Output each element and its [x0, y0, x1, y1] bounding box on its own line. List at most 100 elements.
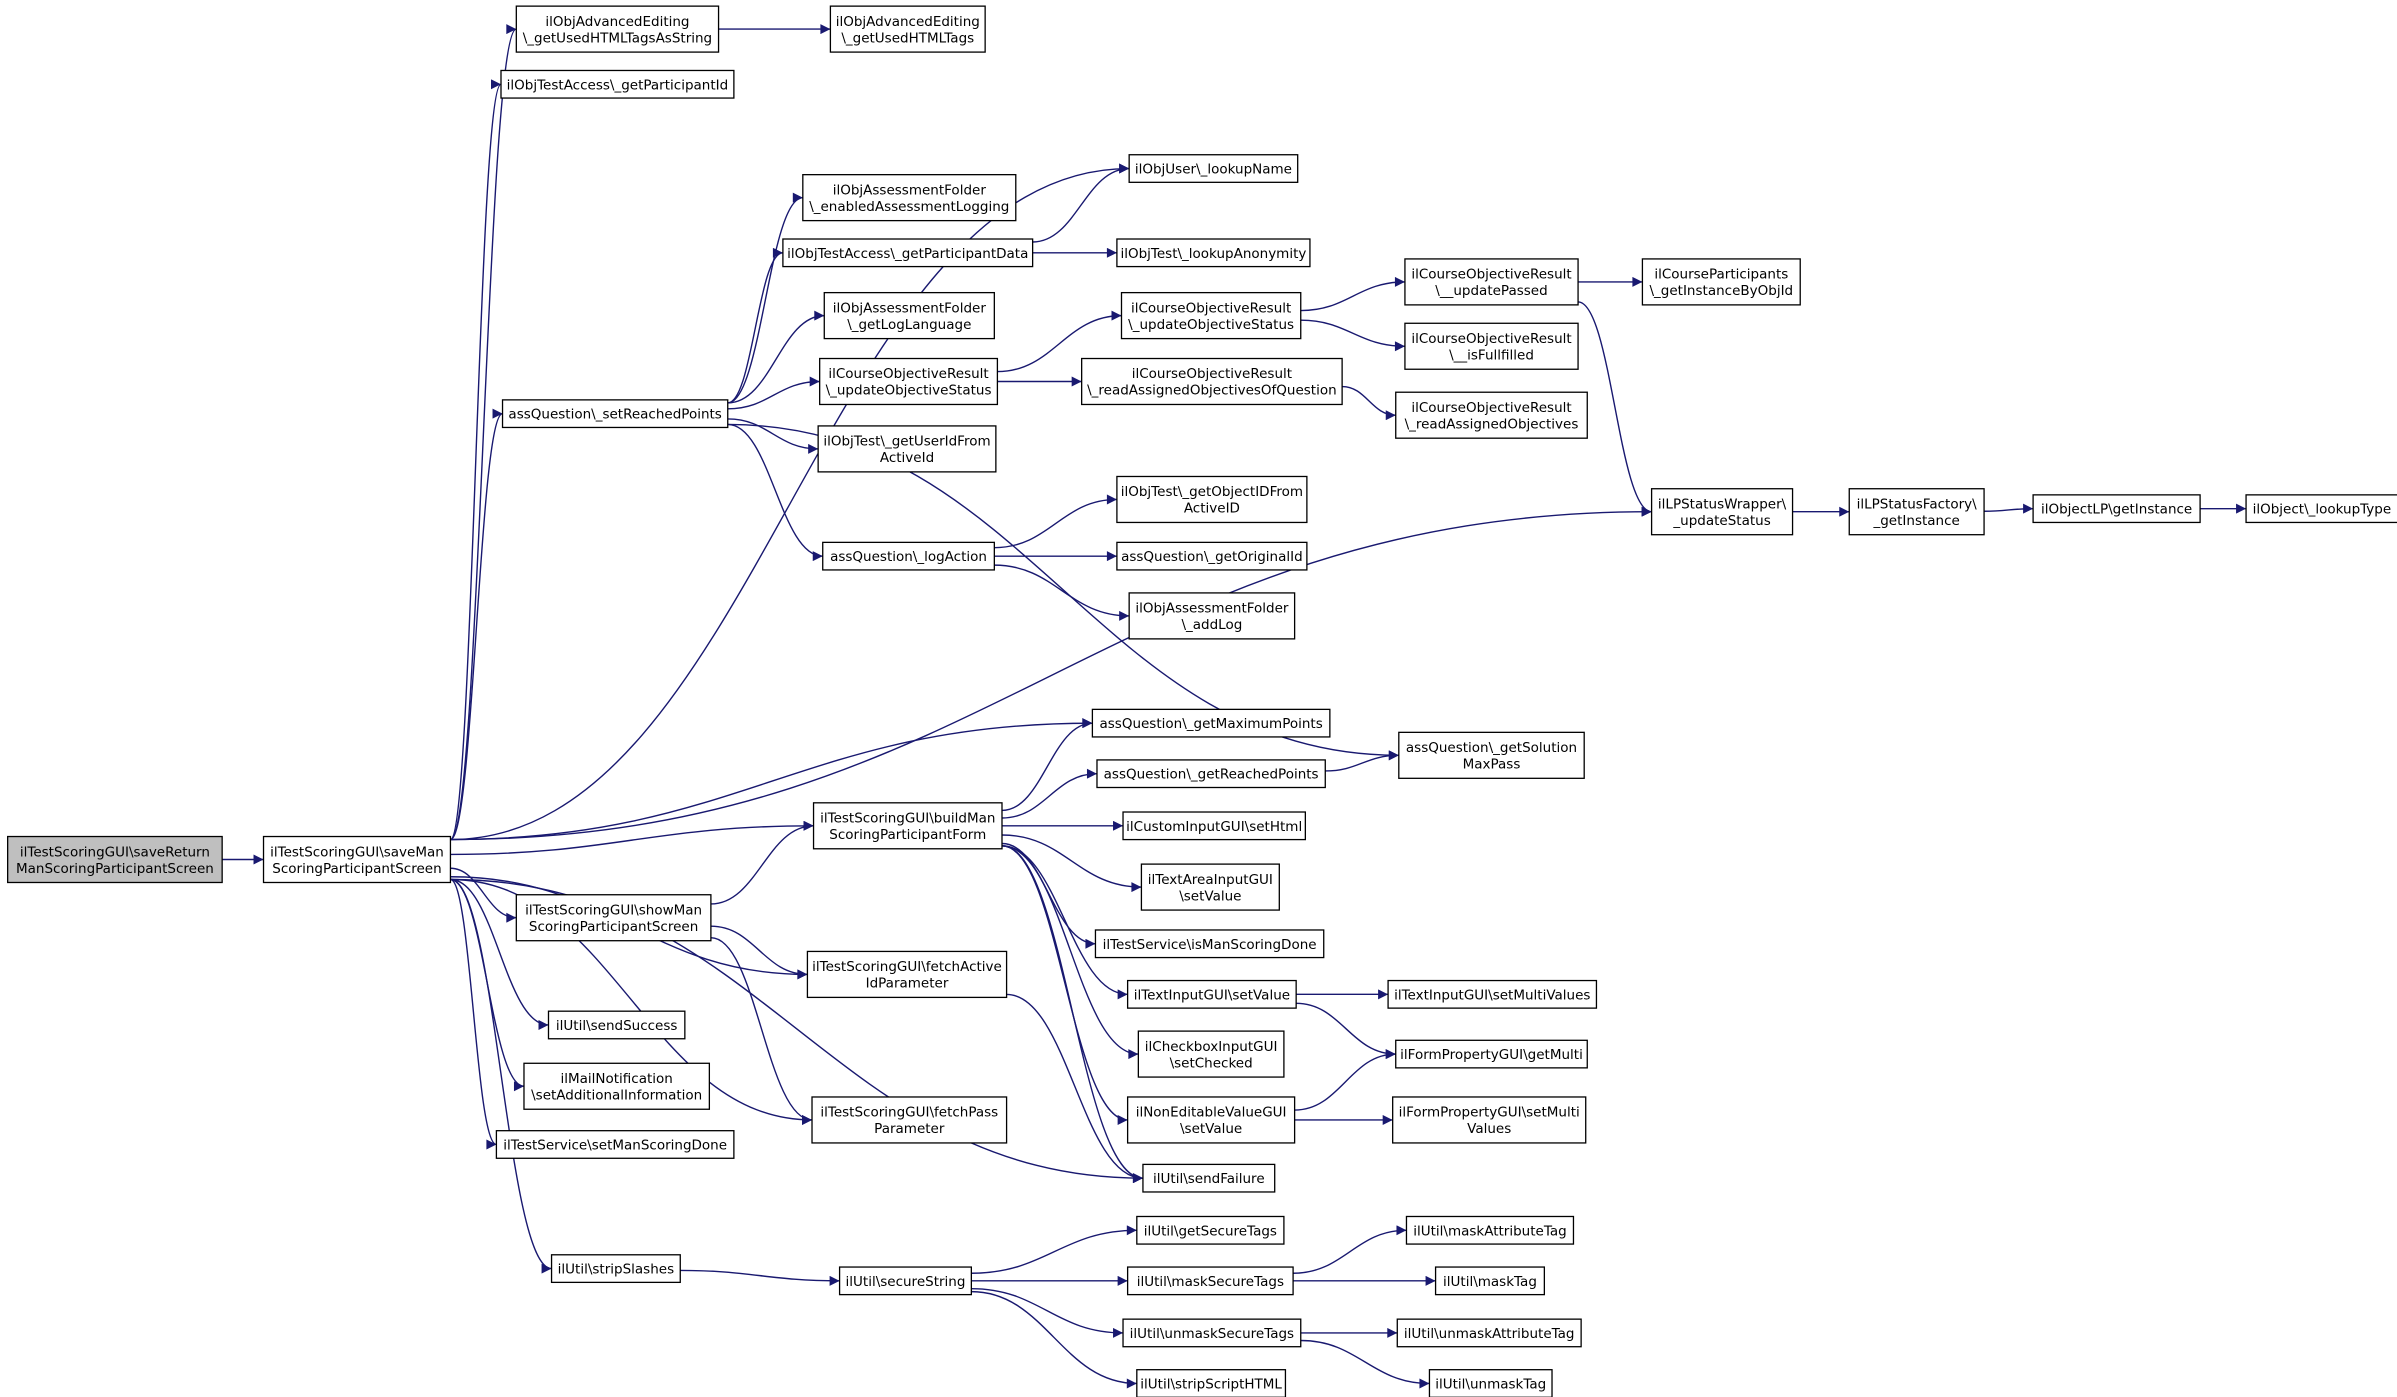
edge-getReached-to-solMaxPass	[1325, 750, 1399, 772]
node-advTagsStr[interactable]: ilObjAdvancedEditing\_getUsedHTMLTagsAsS…	[515, 5, 720, 53]
node-label-line: ilLPStatusWrapper\	[1658, 496, 1787, 512]
node-label-line: ilObjTestAccess\_getParticipantData	[787, 246, 1028, 262]
node-label-line: ilTestService\isManScoringDone	[1103, 937, 1317, 953]
node-objLP[interactable]: ilObjectLP\getInstance	[2032, 494, 2201, 524]
node-cobjFulfilled[interactable]: ilCourseObjectiveResult\__isFullfilled	[1404, 322, 1579, 370]
edge-setReached-to-logAction	[727, 423, 823, 562]
node-maskTag[interactable]: ilUtil\maskTag	[1434, 1266, 1546, 1296]
node-box	[1094, 929, 1325, 959]
node-box	[817, 425, 997, 473]
node-label-line: ilUtil\maskSecureTags	[1137, 1274, 1284, 1290]
node-root[interactable]: ilTestScoringGUI\saveReturnManScoringPar…	[7, 835, 223, 884]
node-cobjReadQ[interactable]: ilCourseObjectiveResult\_readAssignedObj…	[1081, 357, 1343, 406]
node-lpFactory[interactable]: ilLPStatusFactory\_getInstance	[1848, 488, 1985, 536]
node-label-line: \_readAssignedObjectivesOfQuestion	[1087, 383, 1337, 399]
node-cobjUpdStatus2[interactable]: ilCourseObjectiveResult\_updateObjective…	[819, 357, 999, 406]
node-crsPart[interactable]: ilCourseParticipants\_getInstanceByObjId	[1641, 258, 1801, 306]
edge-buildForm-to-checkbox	[1001, 845, 1139, 1060]
node-label-line: \_addLog	[1181, 617, 1242, 633]
node-setManDone[interactable]: ilTestService\setManScoringDone	[495, 1130, 735, 1159]
node-setMulti[interactable]: ilFormPropertyGUI\setMultiValues	[1392, 1096, 1587, 1144]
node-stripSlashes[interactable]: ilUtil\stripSlashes	[550, 1254, 681, 1284]
node-textAreaVal[interactable]: ilTextAreaInputGUI\setValue	[1140, 863, 1280, 911]
node-label-line: ScoringParticipantScreen	[272, 861, 441, 877]
node-lookupName[interactable]: ilObjUser\_lookupName	[1128, 154, 1299, 183]
node-box	[1650, 488, 1794, 536]
node-customHtml[interactable]: ilCustomInputGUI\setHtml	[1122, 811, 1306, 841]
node-label-line: ilFormPropertyGUI\getMulti	[1400, 1047, 1583, 1063]
edge-showScreen-to-buildForm	[710, 820, 814, 905]
node-label-line: ilTestScoringGUI\fetchPass	[820, 1105, 998, 1121]
node-logLang[interactable]: ilObjAssessmentFolder\_getLogLanguage	[823, 291, 995, 340]
node-enabledLog[interactable]: ilObjAssessmentFolder\_enabledAssessment…	[802, 174, 1017, 222]
node-cobjRead[interactable]: ilCourseObjectiveResult\_readAssignedObj…	[1395, 391, 1588, 439]
node-lookupType[interactable]: ilObject\_lookupType	[2245, 494, 2397, 524]
node-textInputVal[interactable]: ilTextInputGUI\setValue	[1126, 979, 1297, 1009]
node-box	[1641, 258, 1801, 306]
node-unmaskSecure[interactable]: ilUtil\unmaskSecureTags	[1122, 1318, 1302, 1348]
node-label-line: \setValue	[1179, 888, 1241, 904]
node-advTags[interactable]: ilObjAdvancedEditing\_getUsedHTMLTags	[829, 5, 986, 53]
node-label-line: ilCourseObjectiveResult	[828, 366, 988, 382]
node-cobjUpdPassed[interactable]: ilCourseObjectiveResult\__updatePassed	[1404, 258, 1579, 306]
node-unmaskTag[interactable]: ilUtil\unmaskTag	[1428, 1369, 1553, 1397]
node-maskAttr[interactable]: ilUtil\maskAttributeTag	[1405, 1215, 1575, 1245]
node-setReached[interactable]: assQuestion\_setReachedPoints	[501, 399, 729, 429]
node-maskSecure[interactable]: ilUtil\maskSecureTags	[1126, 1266, 1294, 1296]
node-logAction[interactable]: assQuestion\_logAction	[822, 541, 995, 571]
node-unmaskAttr[interactable]: ilUtil\unmaskAttributeTag	[1396, 1318, 1582, 1348]
node-nonEditable[interactable]: ilNonEditableValueGUI\setValue	[1126, 1096, 1296, 1144]
edge-cobjUpdPassed-to-lpUpdate	[1577, 301, 1652, 517]
node-box	[1398, 731, 1585, 779]
node-sendSuccess[interactable]: ilUtil\sendSuccess	[547, 1010, 686, 1040]
node-label-line: assQuestion\_getOriginalId	[1121, 549, 1303, 565]
node-label-line: \_getInstanceByObjId	[1649, 283, 1793, 299]
node-setMultiValues[interactable]: ilTextInputGUI\setMultiValues	[1387, 979, 1598, 1009]
node-box	[782, 238, 1034, 268]
node-label-line: ilObjTest\_lookupAnonymity	[1120, 246, 1306, 262]
node-cobjUpdStatus1[interactable]: ilCourseObjectiveResult\_updateObjective…	[1120, 291, 1302, 340]
node-getReached[interactable]: assQuestion\_getReachedPoints	[1096, 759, 1326, 789]
node-lookupAnon[interactable]: ilObjTest\_lookupAnonymity	[1116, 238, 1311, 268]
node-buildForm[interactable]: ilTestScoringGUI\buildManScoringParticip…	[812, 802, 1003, 850]
node-secureString[interactable]: ilUtil\secureString	[838, 1266, 973, 1296]
node-box	[1091, 708, 1331, 738]
node-mailNotif[interactable]: ilMailNotification\setAdditionalInformat…	[523, 1062, 711, 1110]
node-label-line: ilTestScoringGUI\fetchActive	[812, 959, 1002, 975]
node-box	[1120, 291, 1302, 340]
node-label-line: ilObjAssessmentFolder	[1135, 601, 1289, 617]
node-box	[1404, 258, 1579, 306]
node-label-line: _getInstance	[1872, 513, 1959, 529]
node-save[interactable]: ilTestScoringGUI\saveManScoringParticipa…	[262, 835, 452, 884]
node-sendFailure[interactable]: ilUtil\sendFailure	[1142, 1163, 1276, 1193]
node-label-line: ilUtil\maskAttributeTag	[1413, 1223, 1566, 1239]
node-origId[interactable]: assQuestion\_getOriginalId	[1116, 541, 1308, 571]
node-label-line: ilObjTestAccess\_getParticipantId	[507, 77, 729, 93]
node-label-line: ilTextAreaInputGUI	[1148, 872, 1273, 888]
node-label-line: ilUtil\sendFailure	[1153, 1171, 1265, 1187]
node-stripScript[interactable]: ilUtil\stripScriptHTML	[1136, 1369, 1287, 1397]
node-checkbox[interactable]: ilCheckboxInputGUI\setChecked	[1137, 1030, 1285, 1078]
edge-setReached-to-partData	[727, 247, 784, 404]
node-getSecureTags[interactable]: ilUtil\getSecureTags	[1136, 1215, 1285, 1245]
node-lpUpdate[interactable]: ilLPStatusWrapper\_updateStatus	[1650, 488, 1794, 536]
node-partId[interactable]: ilObjTestAccess\_getParticipantId	[500, 69, 735, 99]
node-maxPoints[interactable]: assQuestion\_getMaximumPoints	[1091, 708, 1331, 738]
edge-save-to-fetchPass	[450, 878, 813, 1125]
node-box	[811, 1096, 1008, 1144]
node-getMulti[interactable]: ilFormPropertyGUI\getMulti	[1395, 1039, 1588, 1069]
node-box	[1128, 592, 1296, 640]
node-partData[interactable]: ilObjTestAccess\_getParticipantData	[782, 238, 1034, 268]
edge-setReached-to-userIdFromActive	[727, 418, 819, 454]
node-showScreen[interactable]: ilTestScoringGUI\showManScoringParticipa…	[515, 894, 712, 942]
node-isManDone[interactable]: ilTestService\isManScoringDone	[1094, 929, 1325, 959]
node-addLog[interactable]: ilObjAssessmentFolder\_addLog	[1128, 592, 1296, 640]
node-label-line: ilCourseObjectiveResult	[1411, 400, 1571, 416]
edge-buildForm-to-getReached	[1001, 768, 1097, 819]
node-label-line: ilTestScoringGUI\buildMan	[820, 811, 995, 827]
